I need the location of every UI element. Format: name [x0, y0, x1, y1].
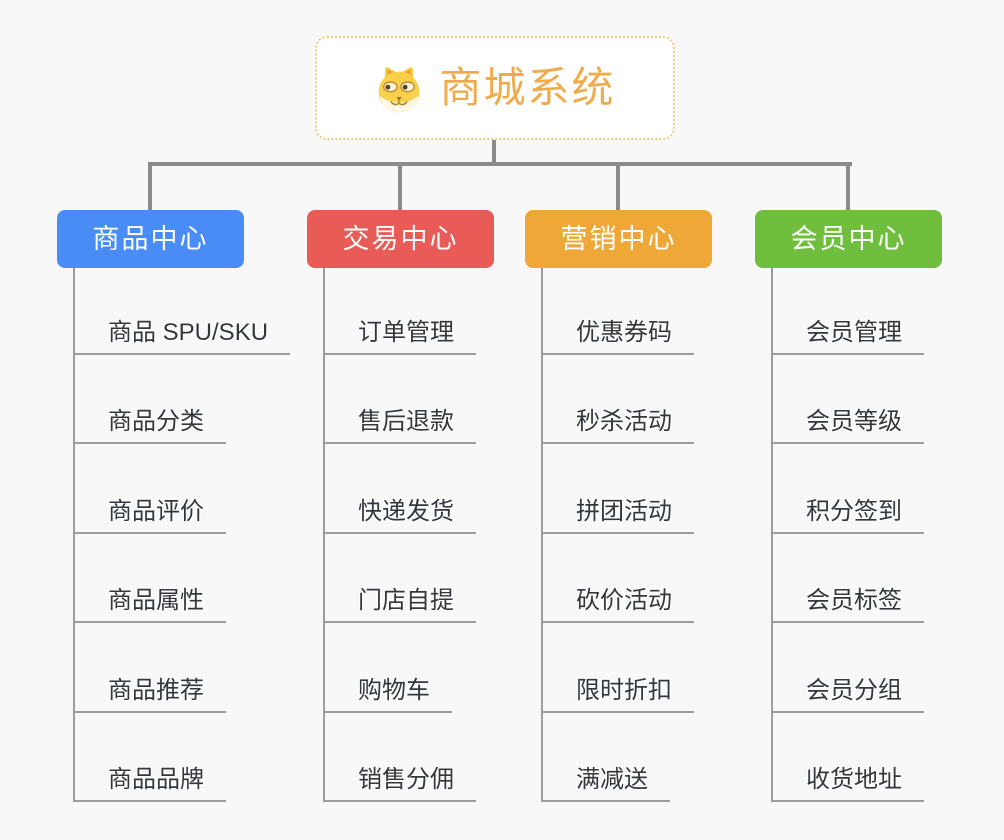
leaf-node-marketing-center-5[interactable]: 满减送 — [541, 765, 670, 802]
branch-node-trade-center[interactable]: 交易中心 — [307, 210, 494, 268]
leaf-node-trade-center-0[interactable]: 订单管理 — [323, 318, 476, 355]
connector-drop-member-center — [846, 162, 850, 212]
leaf-node-trade-center-3[interactable]: 门店自提 — [323, 586, 476, 623]
leaf-node-member-center-1[interactable]: 会员等级 — [771, 407, 924, 444]
connector-trunk-member-center — [771, 268, 773, 802]
leaf-node-marketing-center-2[interactable]: 拼团活动 — [541, 497, 694, 534]
branch-label-marketing-center: 营销中心 — [560, 223, 677, 254]
branch-label-member-center: 会员中心 — [790, 223, 907, 254]
root-title: 商城系统 — [439, 64, 616, 111]
leaf-node-trade-center-1[interactable]: 售后退款 — [323, 407, 476, 444]
leaf-node-member-center-4[interactable]: 会员分组 — [771, 676, 924, 713]
leaf-node-product-center-4[interactable]: 商品推荐 — [73, 676, 226, 713]
leaf-node-product-center-0[interactable]: 商品 SPU/SKU — [73, 318, 291, 355]
leaf-node-product-center-2[interactable]: 商品评价 — [73, 497, 226, 534]
leaf-node-marketing-center-0[interactable]: 优惠券码 — [541, 318, 694, 355]
leaf-node-marketing-center-1[interactable]: 秒杀活动 — [541, 407, 694, 444]
branch-node-member-center[interactable]: 会员中心 — [755, 210, 942, 268]
leaf-node-member-center-5[interactable]: 收货地址 — [771, 765, 924, 802]
leaf-node-trade-center-5[interactable]: 销售分佣 — [323, 765, 476, 802]
connector-trunk-product-center — [73, 268, 75, 802]
connector-drop-trade-center — [398, 162, 402, 212]
connector-trunk-marketing-center — [541, 268, 543, 802]
leaf-node-marketing-center-4[interactable]: 限时折扣 — [541, 676, 694, 713]
connector-trunk-trade-center — [323, 268, 325, 802]
leaf-node-product-center-5[interactable]: 商品品牌 — [73, 765, 226, 802]
leaf-node-member-center-2[interactable]: 积分签到 — [771, 497, 924, 534]
dog-face-icon — [374, 63, 424, 113]
leaf-node-trade-center-4[interactable]: 购物车 — [323, 676, 452, 713]
branch-label-trade-center: 交易中心 — [342, 223, 459, 254]
branch-label-product-center: 商品中心 — [92, 223, 209, 254]
branch-node-marketing-center[interactable]: 营销中心 — [525, 210, 712, 268]
connector-rail — [148, 162, 852, 166]
connector-drop-product-center — [148, 162, 152, 212]
root-node[interactable]: 商城系统 — [315, 36, 675, 140]
leaf-node-member-center-0[interactable]: 会员管理 — [771, 318, 924, 355]
leaf-node-member-center-3[interactable]: 会员标签 — [771, 586, 924, 623]
leaf-node-product-center-3[interactable]: 商品属性 — [73, 586, 226, 623]
leaf-node-marketing-center-3[interactable]: 砍价活动 — [541, 586, 694, 623]
connector-root-stem — [492, 140, 496, 166]
branch-node-product-center[interactable]: 商品中心 — [57, 210, 244, 268]
leaf-node-trade-center-2[interactable]: 快递发货 — [323, 497, 476, 534]
connector-drop-marketing-center — [616, 162, 620, 212]
leaf-node-product-center-1[interactable]: 商品分类 — [73, 407, 226, 444]
